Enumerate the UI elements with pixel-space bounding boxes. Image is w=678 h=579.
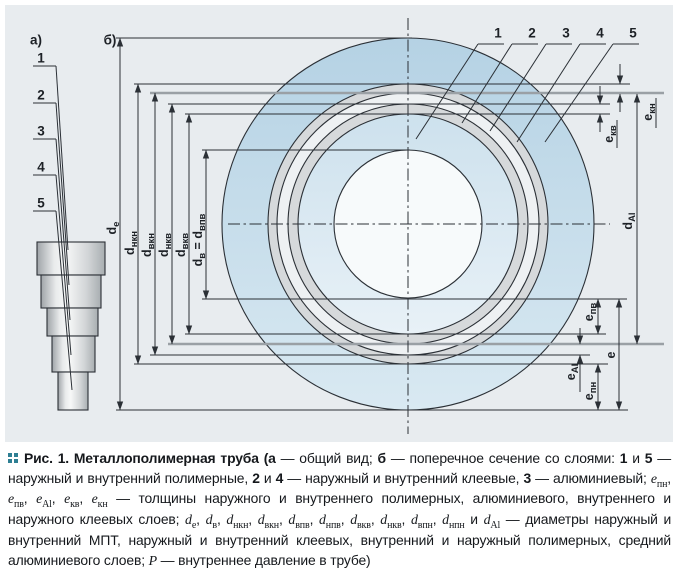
dim-label-dnkn: dнкн [122, 231, 140, 255]
figure-marker-icon [8, 453, 18, 463]
extension-lines [116, 37, 630, 411]
pipe-step-3 [46, 307, 99, 337]
callout-top-1: 1 [494, 25, 502, 41]
dim-label-de: dе [104, 221, 122, 235]
cross-section-callout-leaders [415, 43, 639, 143]
callout-side-5: 5 [37, 195, 45, 211]
callout-top-4: 4 [596, 25, 604, 41]
dim-label-ekn: eкн [640, 103, 658, 121]
dim-label-dvkv: dвкв [173, 232, 191, 258]
callout-top-2: 2 [528, 25, 536, 41]
pipe-step-4 [51, 335, 96, 373]
callout-side-3: 3 [37, 123, 45, 139]
pipe-diagram [33, 18, 664, 434]
callout-top-5: 5 [629, 25, 637, 41]
side-view-pipe [36, 241, 106, 411]
dim-label-eal: eAl [563, 363, 581, 381]
view-a-label: а) [29, 32, 43, 48]
dim-label-e: e [603, 351, 618, 359]
dim-label-epv: eпв [581, 302, 599, 322]
dim-label-dal: dAl [620, 212, 638, 230]
callout-side-2: 2 [37, 87, 45, 103]
view-b-label: б) [103, 32, 117, 48]
callout-top-3: 3 [562, 25, 570, 41]
pipe-step-2 [40, 274, 102, 309]
side-view-callout-leaders [33, 65, 73, 391]
diameter-dimensions [116, 37, 641, 411]
dim-label-dvkn: dвкн [139, 233, 157, 257]
dim-label-epn: eпн [581, 381, 599, 401]
dim-label-dnkv: dнкв [156, 233, 174, 257]
figure-caption-text: Рис. 1. Металлополимерная труба (а — общ… [8, 450, 672, 569]
figure-caption: Рис. 1. Металлополимерная труба (а — общ… [8, 449, 671, 571]
dim-label-ekv: eкв [601, 125, 619, 143]
dim-label-dv-dvpv: dв = dвпв [190, 213, 208, 267]
callout-side-1: 1 [37, 50, 45, 66]
pipe-step-5 [57, 371, 89, 411]
centerlines [228, 18, 610, 434]
thickness-dimensions [576, 64, 657, 392]
pipe-step-1 [36, 241, 106, 276]
callout-side-4: 4 [37, 159, 45, 175]
